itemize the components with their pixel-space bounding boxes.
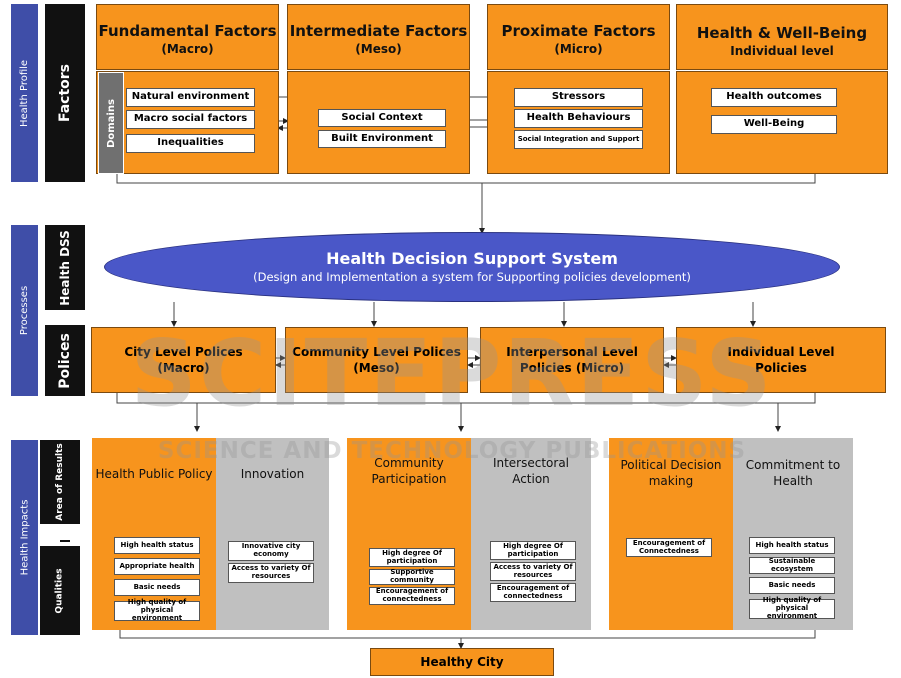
side-label-health-profile: Health Profile — [11, 4, 38, 182]
quality-commitment-1: Sustainable ecosystem — [749, 557, 835, 574]
header-intermediate-factors: Intermediate Factors(Meso) — [287, 4, 470, 70]
quality-hpp-0: High health status — [114, 537, 200, 554]
quality-political-0: Encouragement of Connectedness — [626, 538, 712, 557]
macro-social-factors-box: Macro social factors — [126, 110, 255, 129]
health-outcomes-box: Health outcomes — [711, 88, 837, 107]
quality-intersectoral-0: High degree Of participation — [490, 541, 576, 560]
domains-label: Domains — [98, 72, 124, 174]
header-proximate-factors: Proximate Factors(Micro) — [487, 4, 670, 70]
bar-qualities: Qualities — [40, 546, 80, 635]
column-health-public-policy: Health Public Policy — [92, 438, 216, 630]
quality-hpp-3: High quality of physical environment — [114, 599, 200, 622]
bar-area-of-results: Area of Results — [40, 440, 80, 524]
stressors-box: Stressors — [514, 88, 643, 107]
healthy-city-box: Healthy City — [370, 648, 554, 676]
quality-innovation-1: Access to variety Of resources — [228, 563, 314, 583]
social-context-box: Social Context — [318, 109, 446, 127]
bar-factors: Factors — [45, 4, 85, 182]
social-integration-box: Social Integration and Support — [514, 130, 643, 149]
quality-hpp-2: Basic needs — [114, 579, 200, 596]
bar-separator — [60, 540, 70, 542]
natural-environment-box: Natural environment — [126, 88, 255, 107]
health-dss-subtitle: (Design and Implementation a system for … — [253, 270, 691, 284]
quality-hpp-1: Appropriate health — [114, 558, 200, 575]
health-dss-ellipse: Health Decision Support System (Design a… — [104, 232, 840, 302]
side-label-health-impacts: Health Impacts — [11, 440, 38, 635]
well-being-box: Well-Being — [711, 115, 837, 134]
health-behaviours-box: Health Behaviours — [514, 109, 643, 128]
area-innovation: Innovation — [240, 467, 305, 481]
policy-community-level: Community Level Polices(Meso) — [285, 327, 468, 393]
quality-commitment-2: Basic needs — [749, 577, 835, 594]
quality-commitment-0: High health status — [749, 537, 835, 554]
inequalities-box: Inequalities — [126, 134, 255, 153]
quality-intersectoral-2: Encouragement of connectedness — [490, 583, 576, 602]
quality-commitment-3: High quality of physical environment — [749, 597, 835, 620]
quality-innovation-0: Innovative city economy — [228, 541, 314, 561]
side-label-processes: Processes — [11, 225, 38, 396]
quality-community-1: Supportive community — [369, 568, 455, 585]
quality-community-0: High degree Of participation — [369, 548, 455, 567]
header-fundamental-factors: Fundamental Factors(Macro) — [96, 4, 279, 70]
health-dss-title: Health Decision Support System — [326, 249, 618, 268]
quality-community-2: Encouragement of connectedness — [369, 587, 455, 605]
built-environment-box: Built Environment — [318, 130, 446, 148]
bar-polices: Polices — [45, 325, 85, 396]
policy-city-level: City Level Polices(Macro) — [91, 327, 276, 393]
quality-intersectoral-1: Access to variety Of resources — [490, 562, 576, 581]
bar-health-dss: Health DSS — [45, 225, 85, 310]
column-innovation: Innovation — [216, 438, 329, 630]
area-health-public-policy: Health Public Policy — [95, 467, 213, 481]
